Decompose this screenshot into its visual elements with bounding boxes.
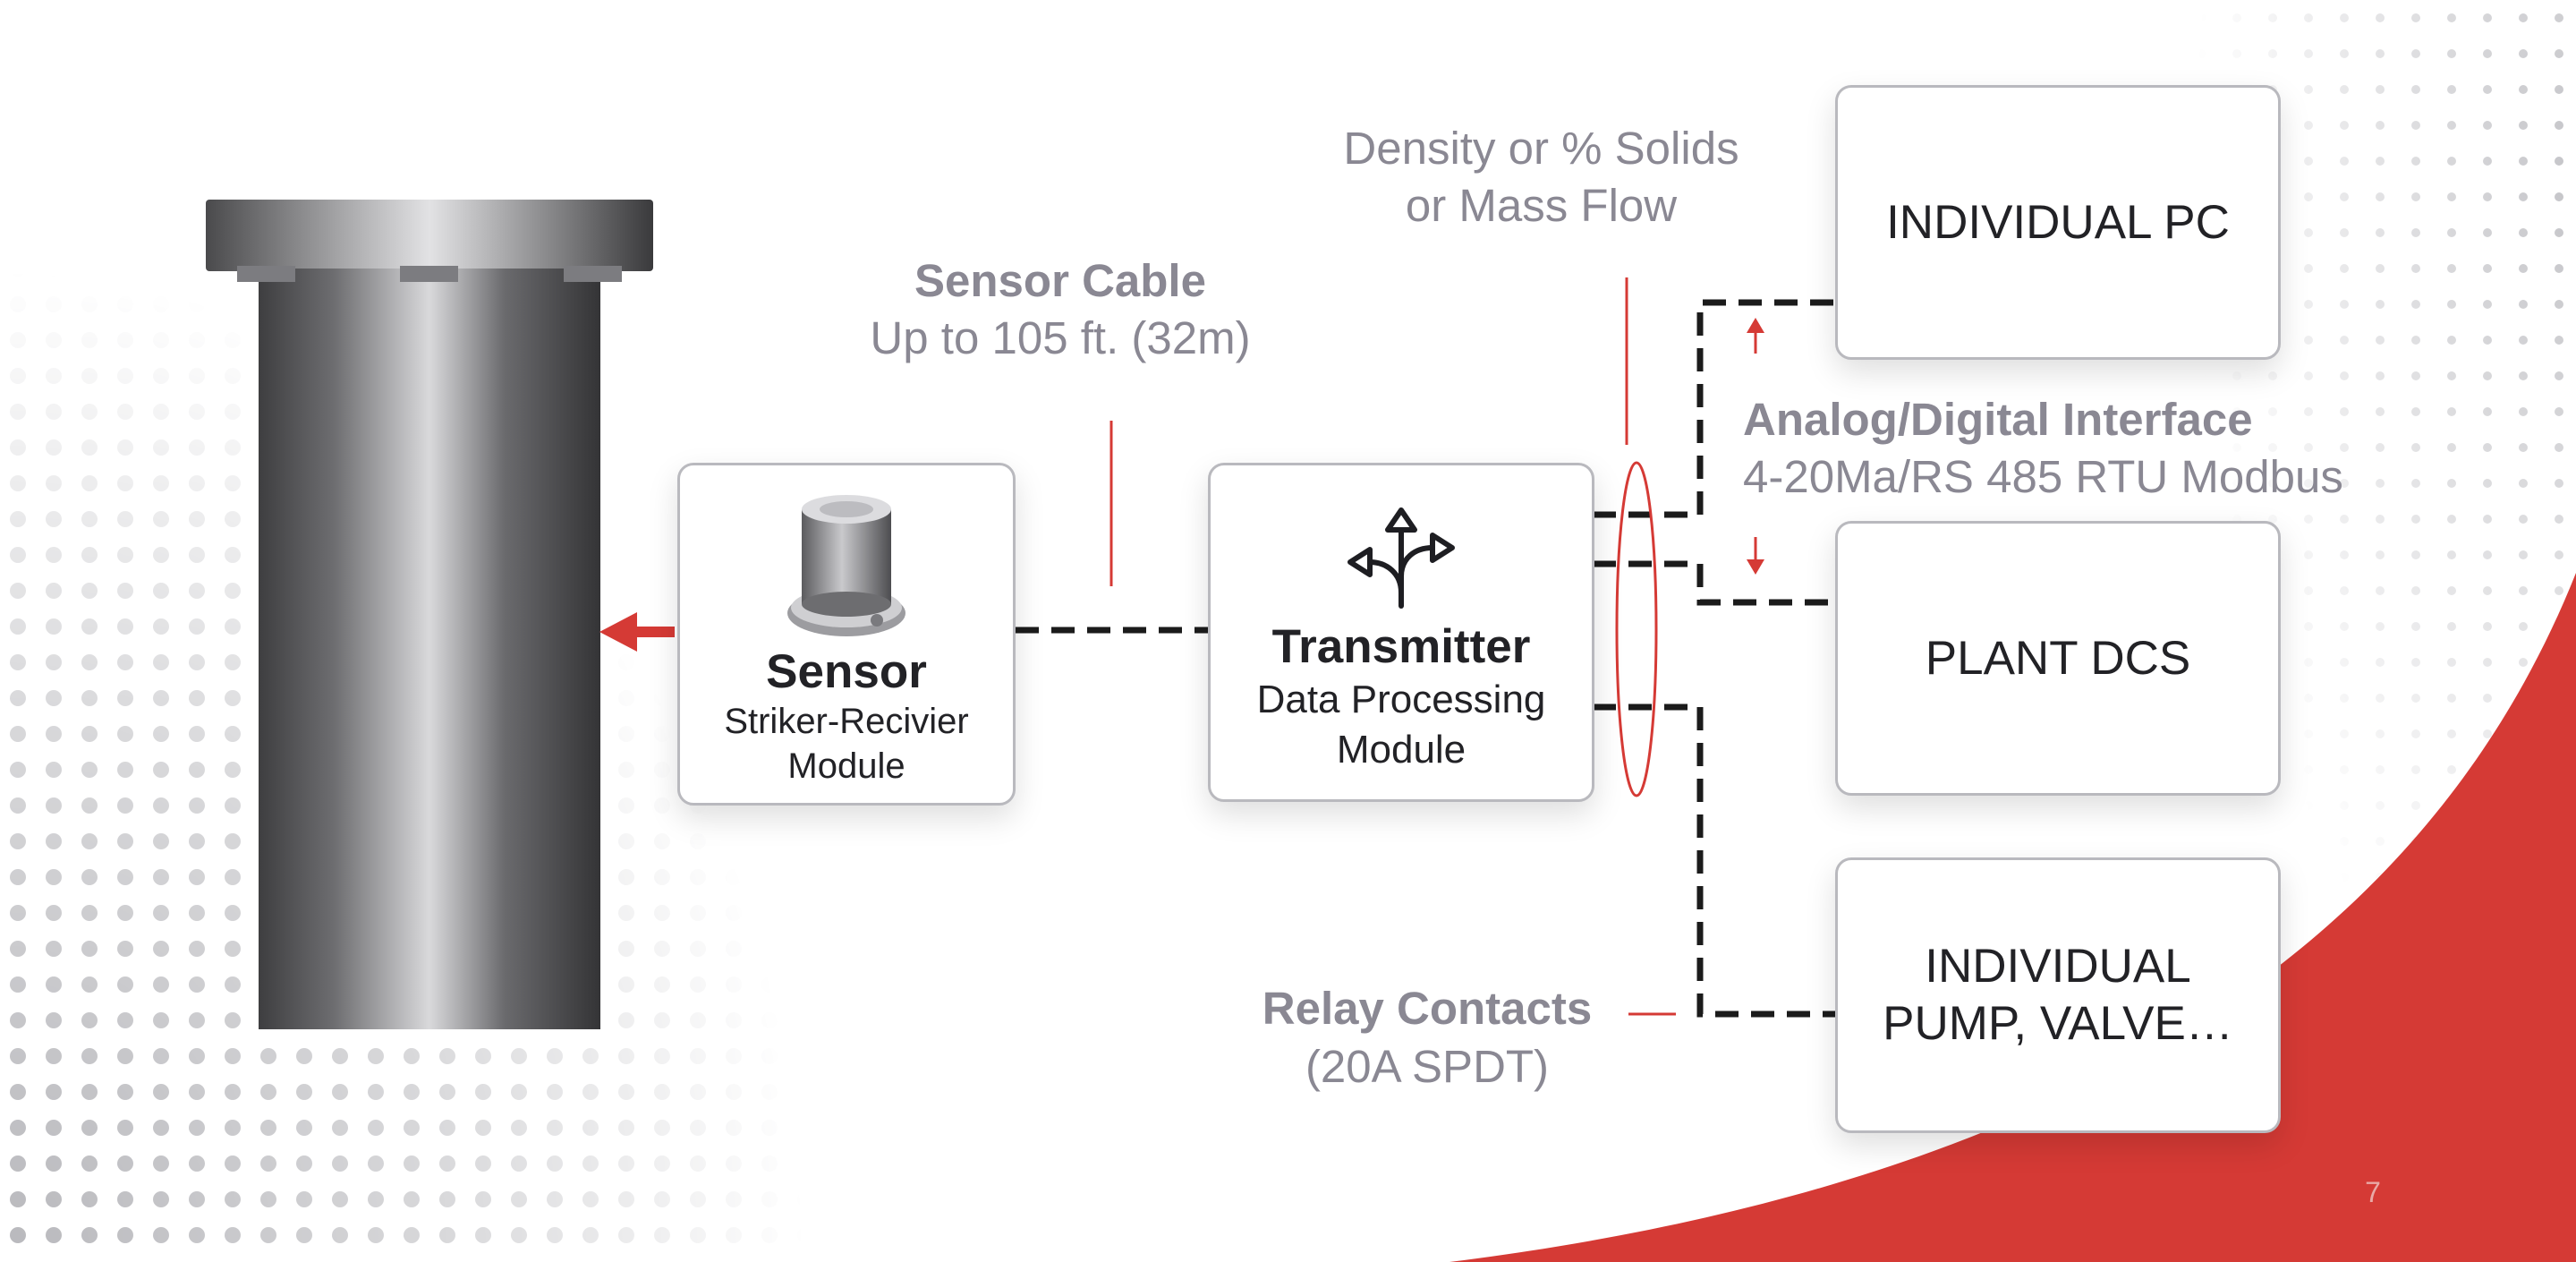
page-number: 7 xyxy=(2365,1176,2381,1208)
sensor-title: Sensor xyxy=(766,644,927,698)
transmitter-subtitle-line2: Module xyxy=(1336,727,1467,772)
output-label-line1: Density or % Solids xyxy=(1343,123,1739,174)
arrow-down-icon xyxy=(1747,559,1764,575)
pipe-illustration xyxy=(206,200,653,1029)
line-to-pump xyxy=(1593,703,1838,1018)
plant-dcs-box: PLANT DCS xyxy=(1835,521,2281,796)
arrow-left-icon xyxy=(599,612,675,652)
sensor-cable-title: Sensor Cable xyxy=(914,255,1206,306)
line-to-dcs xyxy=(1593,560,1838,606)
pump-valve-box: INDIVIDUAL PUMP, VALVE… xyxy=(1835,857,2281,1133)
interface-protocol: 4-20Ma/RS 485 RTU Modbus xyxy=(1743,451,2343,502)
transmitter-title: Transmitter xyxy=(1271,619,1531,673)
pump-valve-label-line2: PUMP, VALVE… xyxy=(1883,997,2233,1050)
sensor-device-icon xyxy=(787,494,905,636)
transmitter-box: Transmitter Data Processing Module xyxy=(1208,463,1594,802)
output-label-line2: or Mass Flow xyxy=(1405,180,1678,231)
sensor-subtitle-line1: Striker-Recivier xyxy=(724,701,969,741)
red-wave-shape xyxy=(1450,573,2576,1262)
sensor-cable-length: Up to 105 ft. (32m) xyxy=(870,312,1251,363)
individual-pc-label: INDIVIDUAL PC xyxy=(1886,195,2230,249)
split-arrows-icon xyxy=(1348,507,1455,609)
arrow-up-icon xyxy=(1747,318,1764,333)
relay-rating: (20A SPDT) xyxy=(1305,1041,1550,1092)
individual-pc-box: INDIVIDUAL PC xyxy=(1835,85,2281,360)
line-to-pc xyxy=(1593,299,1838,518)
transmitter-subtitle-line1: Data Processing xyxy=(1256,677,1546,721)
interface-title: Analog/Digital Interface xyxy=(1743,394,2253,445)
sensor-subtitle-line2: Module xyxy=(787,746,905,786)
sensor-box: Sensor Striker-Recivier Module xyxy=(677,463,1016,806)
plant-dcs-label: PLANT DCS xyxy=(1925,631,2191,685)
pump-valve-label-line1: INDIVIDUAL xyxy=(1925,940,2191,993)
relay-title: Relay Contacts xyxy=(1262,983,1593,1034)
output-group-ellipse xyxy=(1615,461,1658,797)
